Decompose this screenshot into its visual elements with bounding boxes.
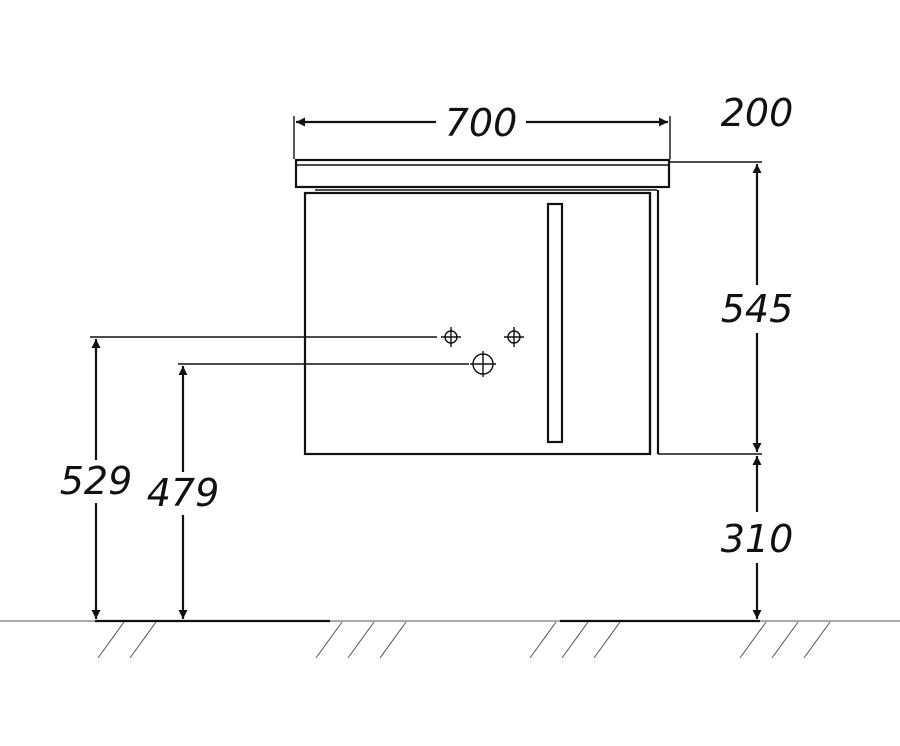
outlet-lower-dimension: 479	[147, 363, 469, 619]
countertop	[294, 158, 671, 191]
width-label: 700	[445, 101, 518, 145]
outlet-upper-dimension: 529	[60, 336, 437, 619]
height-dimension: 545	[658, 161, 794, 455]
cabinet-handle	[546, 202, 564, 444]
height-label: 545	[721, 287, 794, 331]
drain-outlet-icon	[470, 351, 496, 377]
floor	[0, 619, 900, 659]
floor-clearance-label: 310	[721, 517, 794, 561]
depth-label: 200	[721, 91, 794, 135]
outlet-upper-label: 529	[60, 459, 133, 503]
cabinet	[303, 190, 660, 456]
crosshair-icon	[441, 327, 461, 347]
floor-clearance-dimension: 310	[721, 456, 794, 619]
floor-hatching	[97, 621, 831, 659]
crosshair-icon	[504, 327, 524, 347]
cabinet-front	[303, 191, 652, 456]
water-outlets	[441, 327, 524, 377]
width-dimension: 700	[293, 101, 671, 159]
outlet-lower-label: 479	[147, 471, 220, 515]
countertop-outline	[294, 158, 671, 189]
